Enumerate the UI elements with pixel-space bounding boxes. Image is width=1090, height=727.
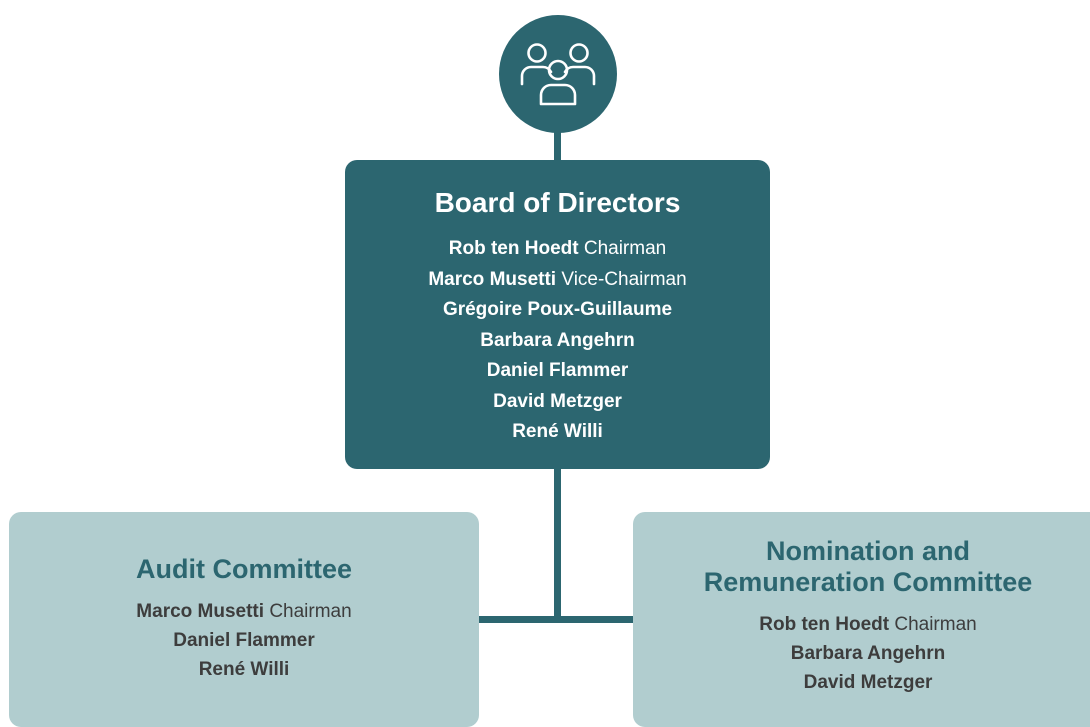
audit-member: Daniel Flammer (9, 626, 479, 655)
audit-committee-box: Audit Committee Marco Musetti Chairman D… (9, 512, 479, 727)
nomination-committee-title: Nomination and Remuneration Committee (633, 536, 1090, 598)
connector-board-to-committees (554, 467, 561, 622)
member-name: Daniel Flammer (486, 360, 629, 381)
nomination-member: David Metzger (633, 668, 1090, 697)
member-role: Chairman (269, 601, 352, 622)
member-name: Barbara Angehrn (480, 329, 635, 351)
member-name: René Willi (512, 421, 603, 442)
board-of-directors-box: Board of Directors Rob ten Hoedt Chairma… (345, 160, 770, 469)
users-group-icon (520, 43, 596, 106)
nomination-member: Barbara Angehrn (633, 639, 1090, 668)
board-member: Grégoire Poux-Guillaume (345, 295, 770, 326)
member-name: Daniel Flammer (173, 630, 315, 651)
member-name: David Metzger (803, 672, 933, 693)
board-title: Board of Directors (434, 187, 681, 218)
member-name: Rob ten Hoedt (759, 614, 890, 635)
member-name: Barbara Angehrn (790, 643, 946, 664)
board-member: Marco Musetti Vice-Chairman (345, 265, 770, 296)
member-name: Grégoire Poux-Guillaume (442, 299, 673, 320)
audit-member: Marco Musetti Chairman (9, 597, 479, 626)
member-role: Chairman (583, 238, 667, 259)
audit-committee-title: Audit Committee (136, 554, 352, 584)
nomination-remuneration-committee-box: Nomination and Remuneration Committee Ro… (633, 512, 1090, 727)
member-name: David Metzger (493, 390, 622, 412)
connector-horizontal (477, 616, 635, 623)
nomination-member-list: Rob ten Hoedt Chairman Barbara Angehrn D… (633, 610, 1090, 697)
member-role: Chairman (894, 614, 977, 635)
audit-member-list: Marco Musetti Chairman Daniel Flammer Re… (9, 597, 479, 684)
board-member: Rob ten Hoedt Chairman (345, 234, 770, 265)
board-member-list: Rob ten Hoedt Chairman Marco Musetti Vic… (345, 234, 770, 448)
board-member: David Metzger (345, 387, 770, 418)
member-name: René Willi (198, 659, 290, 680)
title-line: Nomination and (766, 536, 970, 566)
connector-icon-to-board (554, 130, 561, 162)
board-member: Daniel Flammer (345, 356, 770, 387)
nomination-member: Rob ten Hoedt Chairman (633, 610, 1090, 639)
member-name: Rob ten Hoedt (448, 238, 579, 259)
title-line: Remuneration Committee (703, 567, 1033, 597)
board-member: René Willi (345, 417, 770, 448)
member-role: Vice-Chairman (561, 268, 687, 290)
member-name: Marco Musetti (428, 268, 557, 290)
member-name: Marco Musetti (136, 601, 265, 622)
group-icon-circle (499, 15, 617, 133)
board-member: Barbara Angehrn (345, 326, 770, 357)
audit-member: René Willi (9, 655, 479, 684)
